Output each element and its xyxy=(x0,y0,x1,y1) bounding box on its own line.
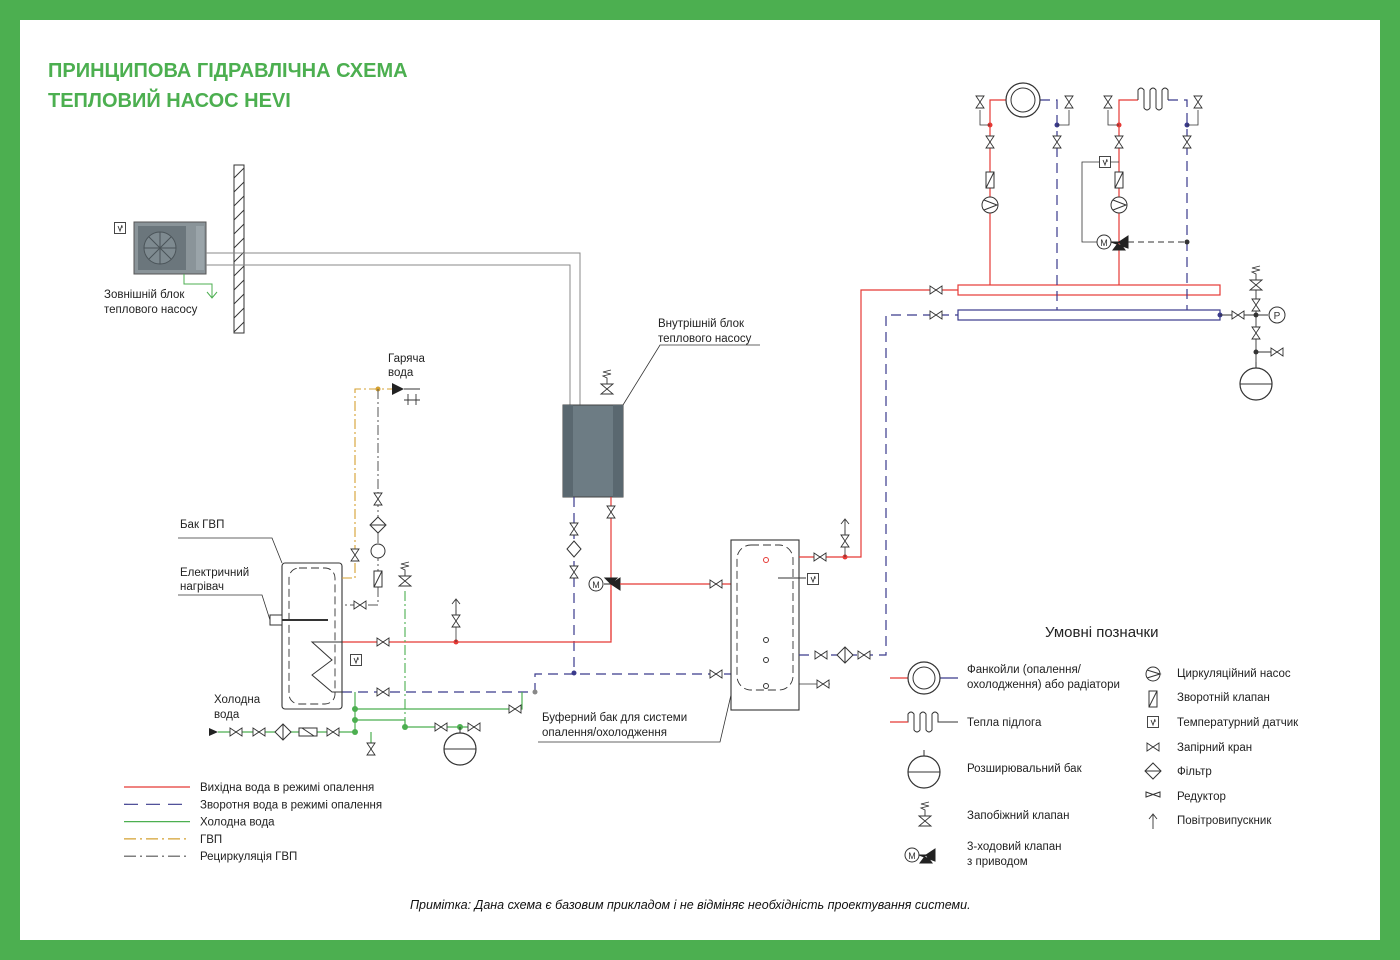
legend-line-label-2: Холодна вода xyxy=(200,817,275,829)
symbol-legend: Умовні позначки Фанкойли (опалення/ охол… xyxy=(890,624,1299,868)
outdoor-unit-label-1: Зовнішній блок xyxy=(104,289,185,301)
fancoil-circuit xyxy=(975,82,1074,310)
heater-label-2: нагрівач xyxy=(180,581,224,593)
buffer-label-1: Буферний бак для системи xyxy=(542,712,687,724)
legend-line-label-1: Зворотня вода в режимі опалення xyxy=(200,799,382,811)
legend-filter: Фільтр xyxy=(1177,766,1212,778)
cold-water-label-2: вода xyxy=(214,709,240,721)
indoor-unit-label-1: Внутрішній блок xyxy=(658,318,745,330)
legend-line-label-0: Вихідна вода в режимі опалення xyxy=(200,782,374,794)
outdoor-unit xyxy=(114,221,218,299)
dhw-tank xyxy=(269,562,362,710)
legend-reducer: Редуктор xyxy=(1177,791,1226,803)
title-line2: ТЕПЛОВИЙ НАСОС HEVI xyxy=(48,88,291,112)
wall xyxy=(233,164,245,334)
legend-shutoff: Запірний кран xyxy=(1177,742,1252,754)
legend-fancoil-2: охолодження) або радіатори xyxy=(967,679,1120,691)
indoor-unit xyxy=(562,369,624,498)
legend-valve3-1: 3-ходовий клапан xyxy=(967,841,1062,853)
footnote: Примітка: Дана схема є базовим прикладом… xyxy=(410,898,971,912)
underfloor-circuit: M xyxy=(1081,87,1203,310)
hydraulic-diagram: ПРИНЦИПОВА ГІДРАВЛІЧНА СХЕМА ТЕПЛОВИЙ НА… xyxy=(48,60,1299,912)
pressure-gauge-label: P xyxy=(1274,311,1281,322)
legend-pump: Циркуляційний насос xyxy=(1177,668,1291,680)
legend-heading: Умовні позначки xyxy=(1045,624,1159,641)
legend-valve3-2: з приводом xyxy=(967,856,1028,868)
legend-line-label-3: ГВП xyxy=(200,834,222,846)
legend-motor: M xyxy=(908,851,916,861)
legend-safety: Запобіжний клапан xyxy=(967,810,1069,822)
diagram-frame: ПРИНЦИПОВА ГІДРАВЛІЧНА СХЕМА ТЕПЛОВИЙ НА… xyxy=(20,20,1380,940)
legend-floor: Тепла підлога xyxy=(967,717,1042,729)
buffer-tank xyxy=(730,539,819,711)
hot-water-label-2: вода xyxy=(388,367,414,379)
indoor-unit-label-2: теплового насосу xyxy=(658,333,752,345)
three-way-valve: M xyxy=(588,576,621,592)
legend-sensor: Температурний датчик xyxy=(1177,717,1299,729)
legend-check: Зворотній клапан xyxy=(1177,692,1270,704)
motor-label: M xyxy=(592,580,600,590)
outdoor-unit-label-2: теплового насосу xyxy=(104,304,198,316)
buffer-label-2: опалення/охолодження xyxy=(542,727,667,739)
motor-label-2: M xyxy=(1100,238,1108,248)
cold-water-label-1: Холодна xyxy=(214,694,261,706)
legend-fancoil-1: Фанкойли (опалення/ xyxy=(967,664,1082,676)
heater-label-1: Електричний xyxy=(180,567,249,579)
legend-air-vent: Повітровипускник xyxy=(1177,815,1272,827)
title-line1: ПРИНЦИПОВА ГІДРАВЛІЧНА СХЕМА xyxy=(48,60,408,82)
legend-expansion: Розширювальний бак xyxy=(967,763,1083,775)
legend-line-label-4: Рециркуляція ГВП xyxy=(200,851,297,863)
hot-water-label-1: Гаряча xyxy=(388,353,425,365)
dhw-tank-label: Бак ГВП xyxy=(180,519,224,531)
